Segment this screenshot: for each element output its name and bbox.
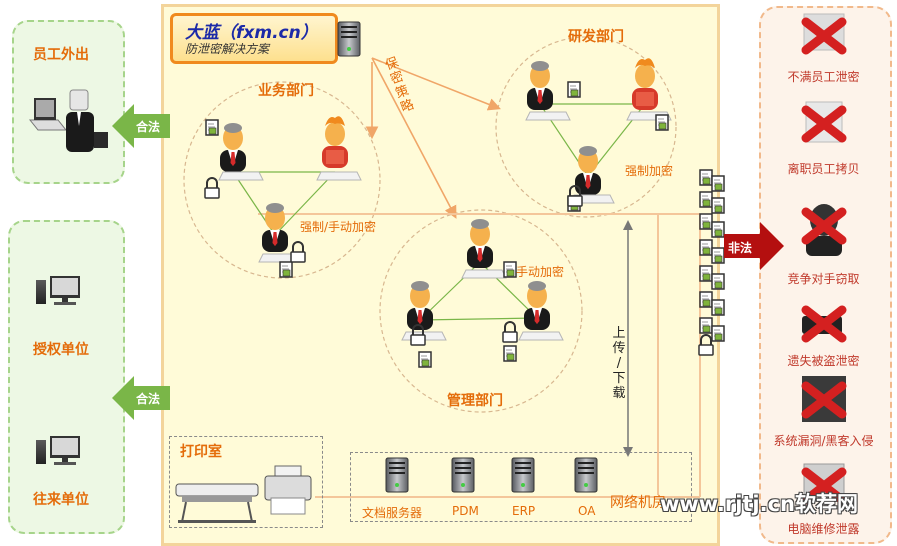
plotter-icon <box>175 483 259 523</box>
rnd-person-3 <box>569 146 615 204</box>
legal-arrow-bottom <box>112 376 170 420</box>
business-person-2 <box>316 116 362 181</box>
pdm-label: PDM <box>452 504 479 518</box>
brand-subtitle: 防泄密解决方案 <box>185 42 270 56</box>
threat-label-4: 遗失被盗泄密 <box>787 354 860 368</box>
authorized-label: 授权单位 <box>33 342 89 358</box>
enterprise-area <box>161 4 720 546</box>
authorized-pc-icon <box>36 276 80 305</box>
outgoing-documents <box>698 169 725 356</box>
legal-arrow-top <box>112 104 170 148</box>
threats-panel <box>759 6 892 544</box>
policy-server <box>337 21 361 57</box>
rnd-dept-label: 研发部门 <box>568 29 624 45</box>
business-dept-label: 业务部门 <box>258 83 314 99</box>
threat-label-1: 不满员工泄密 <box>787 70 860 84</box>
rnd-encrypt-label: 强制加密 <box>625 164 674 178</box>
legal-label-top: 合法 <box>136 120 161 134</box>
brand-title: 大蓝（fxm.cn） <box>185 23 318 43</box>
rnd-person-2 <box>626 58 672 121</box>
external-units-panel <box>8 220 125 534</box>
illegal-arrow <box>724 222 784 270</box>
threat-label-5: 系统漏洞/黑客入侵 <box>773 434 874 448</box>
management-person-3 <box>518 281 564 341</box>
solution-title-box: 大蓝（fxm.cn） 防泄密解决方案 <box>170 13 338 64</box>
watermark: www.rjtj.cn软荐网 <box>660 492 859 516</box>
threat-icon-5 <box>802 376 846 422</box>
employee-out-panel <box>12 20 125 184</box>
partner-label: 往来单位 <box>33 492 89 508</box>
employee-laptop-icon <box>28 89 108 152</box>
oa-label: OA <box>578 504 596 518</box>
business-encrypt-label: 强制/手动加密 <box>300 220 377 234</box>
threat-label-2: 离职员工拷贝 <box>787 162 860 176</box>
rnd-person-1 <box>525 61 571 121</box>
management-encrypt-label: 手动加密 <box>516 265 565 279</box>
threat-label-6: 电脑维修泄露 <box>787 522 860 536</box>
management-person-1 <box>461 219 507 279</box>
business-circle <box>183 81 381 279</box>
erp-label: ERP <box>512 504 536 518</box>
threat-icon-1 <box>804 13 844 50</box>
threat-icon-4 <box>802 310 842 338</box>
upload-download-label: 上 传 / 下 载 <box>612 326 626 401</box>
threat-icon-6 <box>804 463 844 500</box>
print-room-box <box>169 436 323 528</box>
threat-icon-2 <box>806 101 842 143</box>
threat-icon-3 <box>806 204 842 256</box>
network-room-box <box>350 452 692 522</box>
management-circle <box>379 209 583 413</box>
network-room-label: 网络机房 <box>610 495 666 511</box>
employee-out-label: 员工外出 <box>33 47 89 63</box>
doc-server-label: 文档服务器 <box>362 506 423 520</box>
printer-icon <box>264 465 312 515</box>
threat-label-3: 竞争对手窃取 <box>787 272 860 286</box>
print-room-label: 打印室 <box>180 444 222 460</box>
illegal-label: 非法 <box>728 241 753 255</box>
rnd-circle <box>495 36 677 218</box>
legal-label-bottom: 合法 <box>136 392 161 406</box>
management-dept-label: 管理部门 <box>447 393 503 409</box>
partner-pc-icon <box>36 436 80 465</box>
